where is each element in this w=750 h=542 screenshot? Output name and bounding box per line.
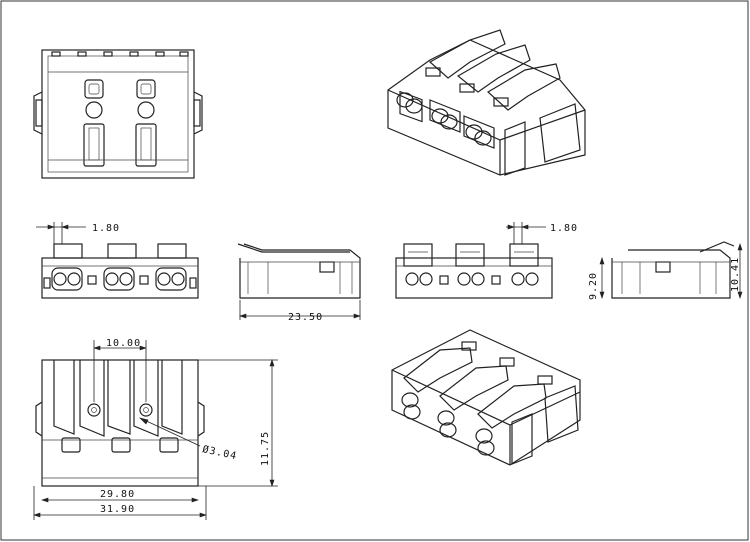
rear-view <box>395 222 553 299</box>
dim-height-high: 10.41 <box>730 257 741 292</box>
isometric-view-top <box>387 29 586 176</box>
dim-side-depth: 23.50 <box>288 312 323 323</box>
front-view <box>36 222 199 299</box>
side-view-right <box>599 241 743 299</box>
side-view <box>237 243 361 320</box>
dim-hole-diameter: Ø3.04 <box>201 443 238 462</box>
dim-tab-width-left: 1.80 <box>92 223 120 234</box>
dim-overall-width: 31.90 <box>100 504 135 515</box>
dim-tab-width-right: 1.80 <box>550 223 578 234</box>
dim-pitch: 10.00 <box>106 338 141 349</box>
top-view <box>33 49 203 179</box>
dim-inner-width: 29.80 <box>100 489 135 500</box>
isometric-view-bottom <box>391 329 581 466</box>
dim-height-low: 9.20 <box>588 272 599 300</box>
bottom-view <box>33 340 278 520</box>
dim-overall-height: 11.75 <box>260 431 271 466</box>
